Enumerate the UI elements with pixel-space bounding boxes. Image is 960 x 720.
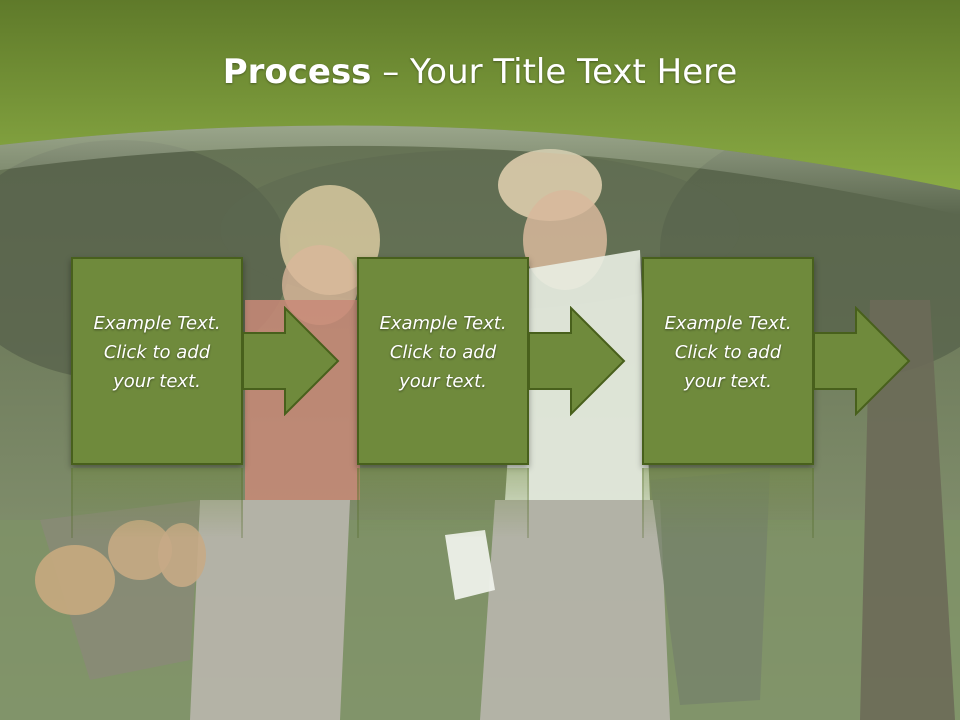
process-box	[642, 257, 814, 465]
process-step-reflection	[71, 468, 243, 538]
process-step-2[interactable]: Example Text. Click to add your text.	[357, 257, 529, 465]
process-step-1[interactable]: Example Text. Click to add your text.	[71, 257, 243, 465]
process-step-3[interactable]: Example Text. Click to add your text.	[642, 257, 814, 465]
process-box	[71, 257, 243, 465]
process-step-reflection	[642, 468, 814, 538]
right-arrow-icon	[528, 306, 626, 416]
process-step-reflection	[357, 468, 529, 538]
process-step-text[interactable]: Example Text. Click to add your text.	[664, 313, 792, 392]
process-box	[357, 257, 529, 465]
title-bold: Process	[222, 52, 372, 92]
process-step-text[interactable]: Example Text. Click to add your text.	[379, 313, 507, 392]
right-arrow-icon	[813, 306, 911, 416]
process-step-text[interactable]: Example Text. Click to add your text.	[93, 313, 221, 392]
title-rest: – Your Title Text Here	[371, 52, 738, 92]
right-arrow-icon	[242, 306, 340, 416]
slide-title[interactable]: Process – Your Title Text Here	[0, 52, 960, 92]
